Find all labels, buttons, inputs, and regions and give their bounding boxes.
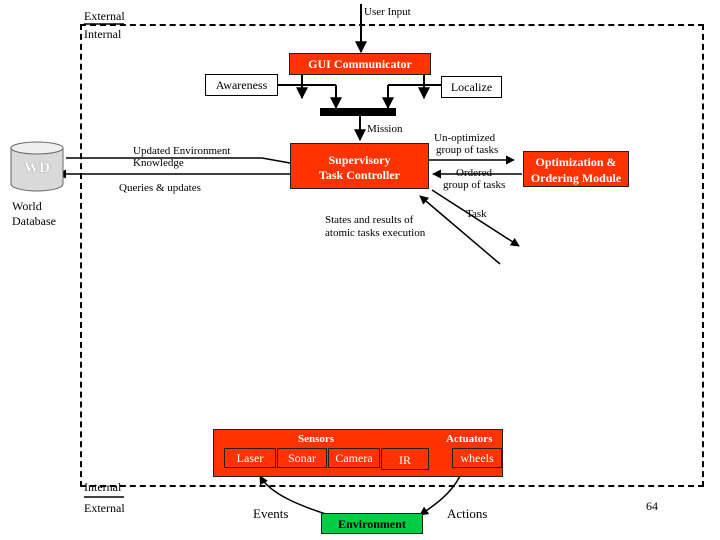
internal-top-label: Internal [84,27,122,41]
actuators-label: Actuators [446,433,493,445]
database-caption-line2: Database [12,214,56,228]
task-label: Task [466,208,487,220]
gui-communicator-box: GUI Communicator [289,53,431,75]
updated-env-label-line2: Knowledge [133,157,184,169]
supervisory-line2: Task Controller [318,168,400,182]
optimization-ordering-module-box: Optimization & Ordering Module [523,151,629,187]
actions-label: Actions [447,506,488,521]
ir-sensor: IR [381,448,429,470]
sonar-sensor: Sonar [277,448,327,468]
awareness-box: Awareness [205,74,278,96]
internal-bottom-label: Internal [84,480,122,494]
states-label-line2: atomic tasks execution [325,227,426,239]
updated-knowledge-line-2 [261,157,291,164]
sensors-actuators-block [213,429,503,477]
camera-sensor: Camera [328,448,380,468]
laser-sensor: Laser [224,448,276,468]
updated-env-label-line1: Updated Environment [133,145,231,157]
queries-updates-label: Queries & updates [119,182,201,194]
external-top-label: External [84,9,125,23]
ordered-label-line2: group of tasks [443,179,506,191]
internal-boundary [80,24,704,487]
optimization-line2: Ordering Module [530,171,622,185]
events-arc [259,475,333,517]
states-label-line1: States and results of [325,214,414,226]
optimization-line1: Optimization & [535,155,617,169]
wd-icon-label: WD [24,160,50,176]
mission-label: Mission [367,123,403,135]
wd-database-icon: WD [8,140,66,192]
states-arrow [419,195,501,265]
ordered-label-line1: Ordered [456,167,493,179]
task-arrow [431,189,520,247]
events-label: Events [253,506,289,521]
unoptimized-label-line1: Un-optimized [434,132,496,144]
mission-bar [320,108,396,116]
supervisory-task-controller-box: Supervisory Task Controller [290,143,429,189]
external-bottom-label: External [84,501,125,515]
world-caption-line1: World [12,199,42,213]
localize-box: Localize [441,76,502,98]
supervisory-line1: Supervisory [328,153,391,167]
wheels-actuator: wheels [452,448,502,468]
environment-box: Environment [321,513,423,534]
page-number: 64 [646,499,658,513]
user-input-label: User Input [364,6,411,18]
unoptimized-label-line2: group of tasks [436,144,499,156]
sensors-label: Sensors [298,433,335,445]
